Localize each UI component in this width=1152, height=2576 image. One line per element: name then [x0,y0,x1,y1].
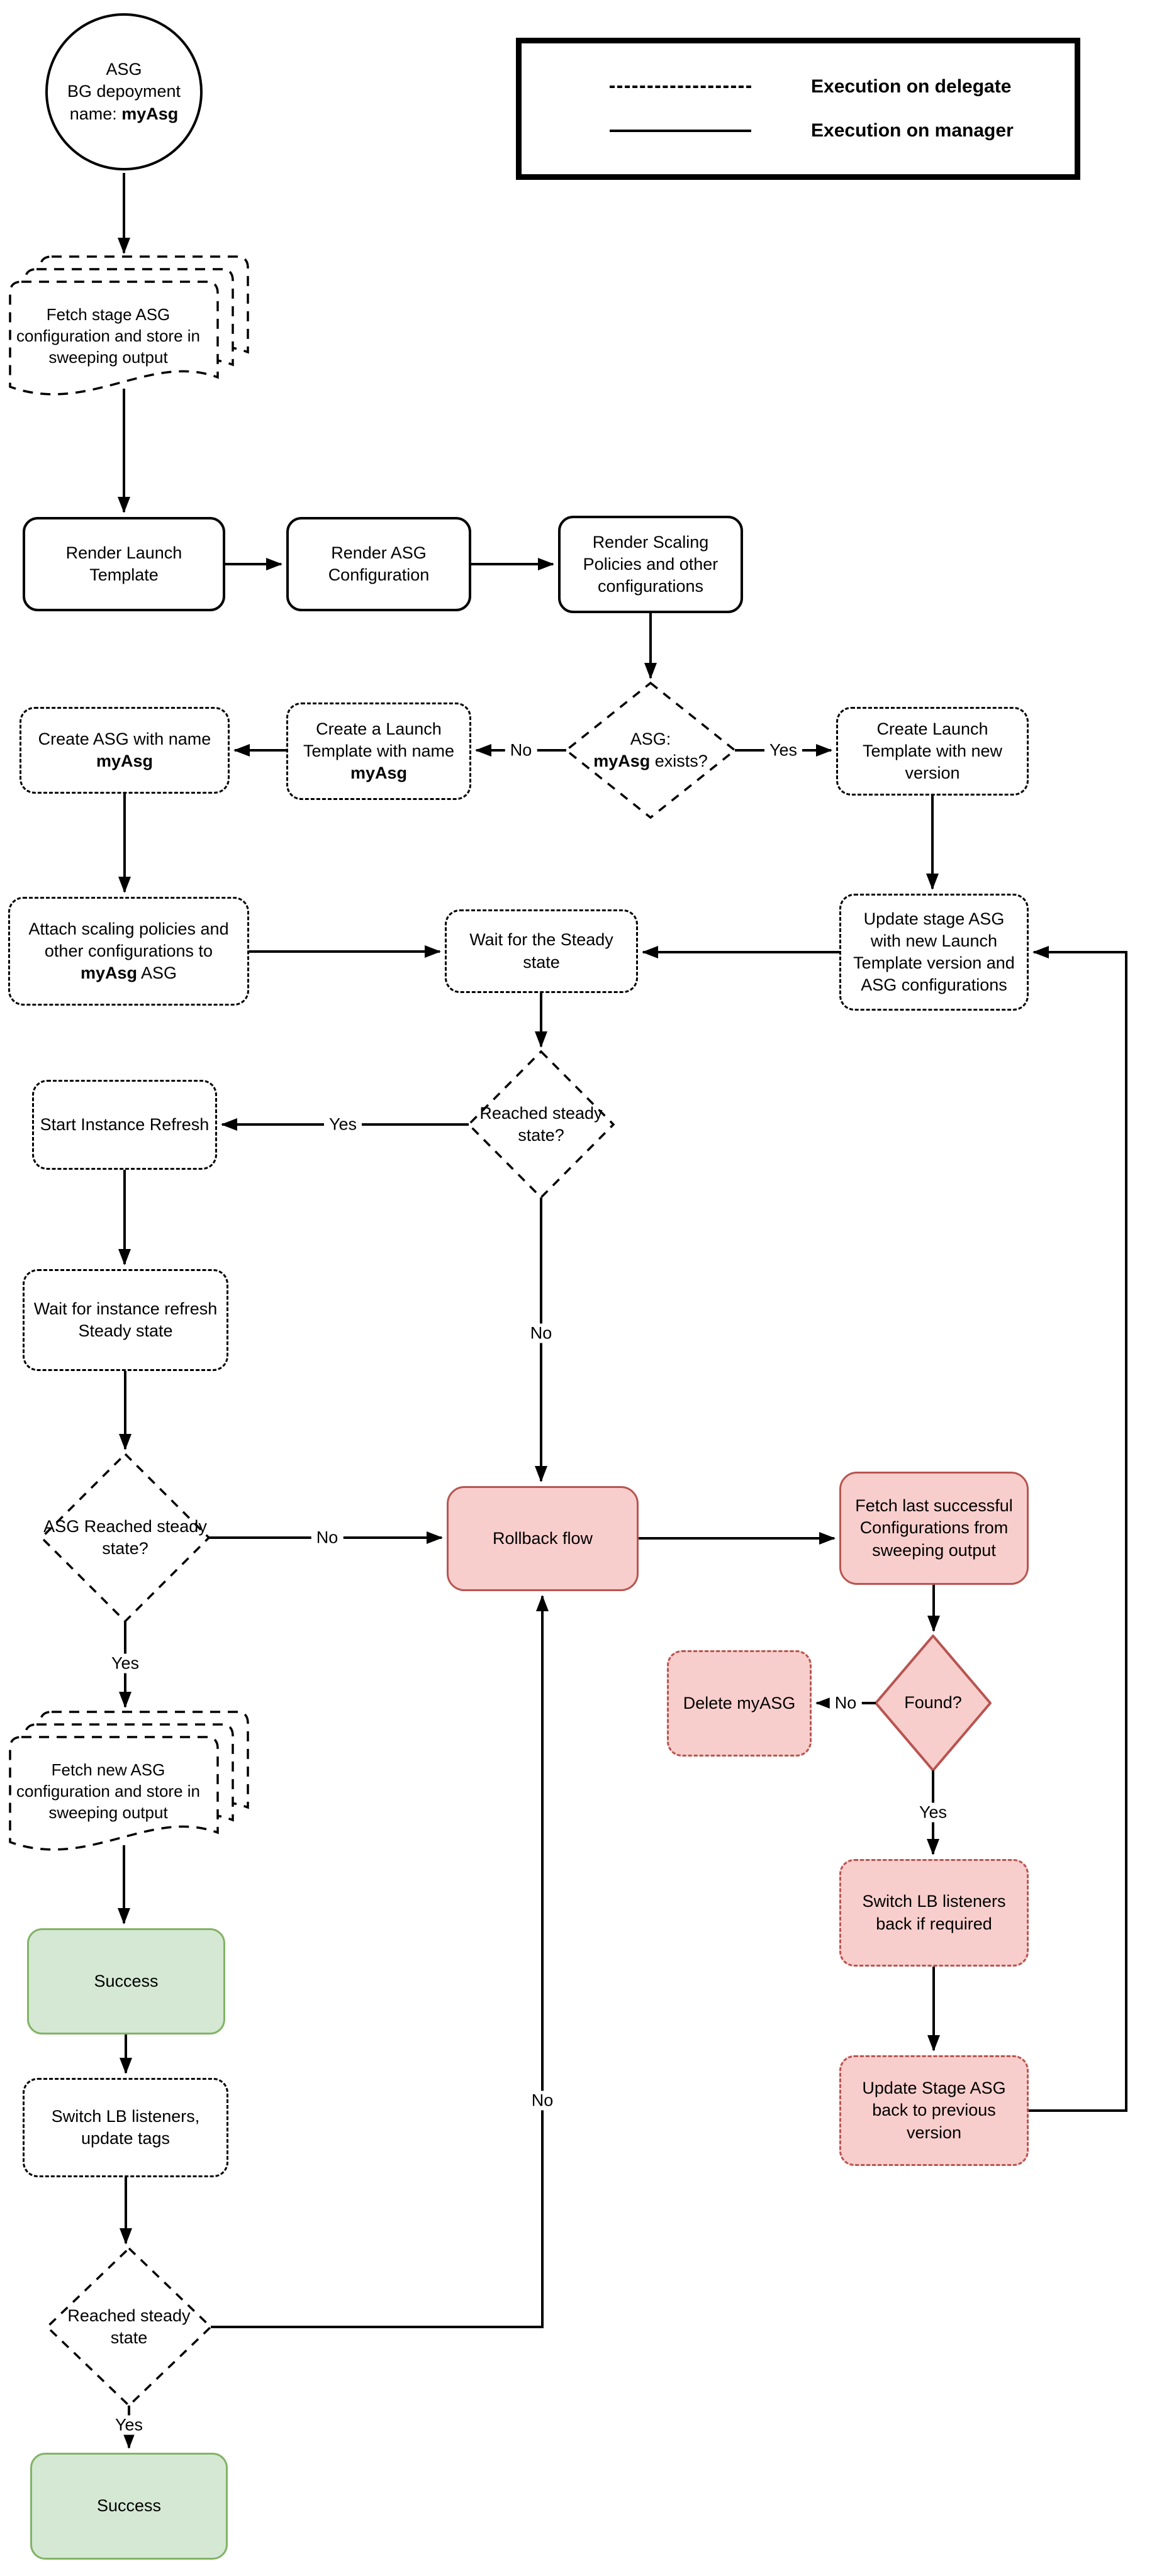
update-stage-asg-back-label: Update Stage ASG back to previous versio… [862,2079,1006,2142]
legend-label-manager: Execution on manager [811,120,1014,141]
decision-asg-reached-steady-label: ASG Reached steady state? [43,1516,207,1558]
edge-label-yes-reached-steady-1: Yes [323,1114,362,1135]
start-instance-refresh-label: Start Instance Refresh [40,1114,210,1134]
edge-label-no-found: No [829,1693,862,1713]
update-stage-asg-back-node: Update Stage ASG back to previous versio… [839,2055,1029,2166]
legend-row-manager: Execution on manager [610,120,1075,142]
render-scaling-policies-label: Render Scaling Policies and other config… [583,532,719,596]
decision-reached-steady-2-label: Reached steady state [67,2306,191,2347]
update-stage-asg-node: Update stage ASG with new Launch Templat… [839,894,1029,1011]
attach-scaling-policies-node: Attach scaling policies and other config… [8,897,249,1006]
render-asg-configuration-label: Render ASG Configuration [328,543,430,584]
render-launch-template-label: Render Launch Template [65,543,182,584]
attach-scaling-policies-label: Attach scaling policies and other config… [28,919,229,983]
dashed-line-sample [610,86,751,88]
create-asg-label: Create ASG with name myAsg [38,729,211,770]
fetch-new-label: Fetch new ASG configuration and store in… [16,1760,200,1822]
edge-label-yes-reached-steady-2: Yes [109,2415,148,2435]
success-node-1: Success [27,1928,225,2035]
edge-label-yes-found: Yes [914,1802,953,1823]
edge-label-no-asg-reached: No [311,1528,344,1548]
success-node-2: Success [30,2453,228,2560]
edge-label-no-asg-exists: No [505,740,537,760]
wait-instance-refresh-node: Wait for instance refresh Steady state [23,1269,228,1371]
rollback-flow-label: Rollback flow [492,1528,593,1548]
legend-box: Execution on delegate Execution on manag… [516,38,1080,180]
render-asg-configuration-node: Render ASG Configuration [286,517,471,611]
delete-myasg-label: Delete myASG [683,1693,796,1713]
start-node-label: ASG BG depoyment name: myAsg [67,60,181,123]
create-launch-template-new-version-node: Create Launch Template with new version [836,707,1029,796]
edge-label-yes-asg-exists: Yes [764,740,803,760]
create-launch-template-named-label: Create a Launch Template with name myAsg [303,719,455,783]
fetch-last-successful-label: Fetch last successful Configurations fro… [855,1496,1013,1560]
wait-steady-state-label: Wait for the Steady state [469,930,613,972]
success-label-2: Success [96,2496,162,2516]
switch-lb-listeners-back-node: Switch LB listeners back if required [839,1859,1029,1967]
wait-steady-state-node: Wait for the Steady state [445,909,638,993]
decision-reached-steady-1-label: Reached steady state? [479,1103,603,1145]
decision-found-label: Found? [904,1693,962,1713]
rollback-flow-node: Rollback flow [447,1486,639,1591]
edge-label-yes-asg-reached: Yes [106,1653,145,1674]
legend-label-delegate: Execution on delegate [811,76,1012,97]
edge-label-no-reached-steady-2: No [526,2090,559,2111]
edge-label-no-reached-steady-1: No [525,1323,557,1343]
start-instance-refresh-node: Start Instance Refresh [32,1080,217,1170]
create-launch-template-named-node: Create a Launch Template with name myAsg [286,702,471,800]
switch-lb-listeners-update-tags-label: Switch LB listeners, update tags [51,2106,200,2148]
create-launch-template-new-version-label: Create Launch Template with new version [862,719,1003,783]
delete-myasg-node: Delete myASG [667,1650,812,1757]
switch-lb-listeners-update-tags-node: Switch LB listeners, update tags [23,2078,228,2177]
wait-instance-refresh-label: Wait for instance refresh Steady state [33,1299,218,1340]
decision-asg-exists-label: ASG: myAsg exists? [593,729,708,770]
fetch-stage-label: Fetch stage ASG configuration and store … [16,305,200,367]
update-stage-asg-label: Update stage ASG with new Launch Templat… [853,909,1015,995]
switch-lb-listeners-back-label: Switch LB listeners back if required [862,1892,1006,1933]
success-label-1: Success [94,1971,159,1990]
edge-reached-steady-2-no [211,1595,549,2328]
create-asg-node: Create ASG with name myAsg [20,707,230,794]
render-scaling-policies-node: Render Scaling Policies and other config… [558,516,743,613]
start-node: ASG BG depoyment name: myAsg [45,13,203,170]
solid-line-sample [610,130,751,132]
render-launch-template-node: Render Launch Template [23,517,225,611]
fetch-last-successful-node: Fetch last successful Configurations fro… [839,1472,1029,1585]
legend-row-delegate: Execution on delegate [610,76,1075,97]
edge-update-back-loop-to-update-stage [1029,946,1127,2112]
